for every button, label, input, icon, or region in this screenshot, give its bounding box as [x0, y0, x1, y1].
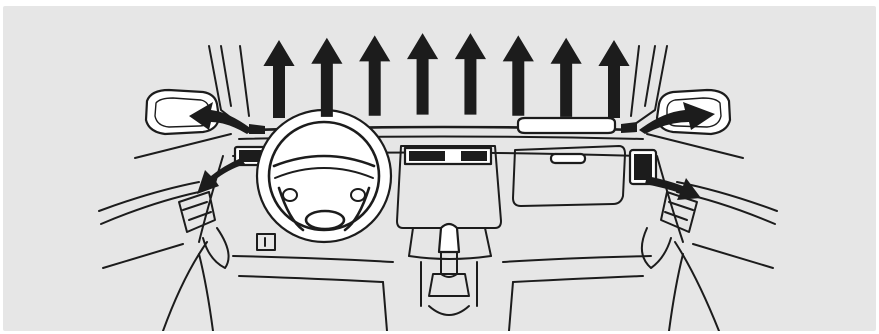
defroster-vent — [518, 118, 615, 133]
dashboard-airflow-diagram — [3, 6, 876, 331]
illustration-panel — [3, 6, 876, 331]
panel-background — [3, 6, 876, 331]
steering-wheel — [257, 110, 391, 242]
